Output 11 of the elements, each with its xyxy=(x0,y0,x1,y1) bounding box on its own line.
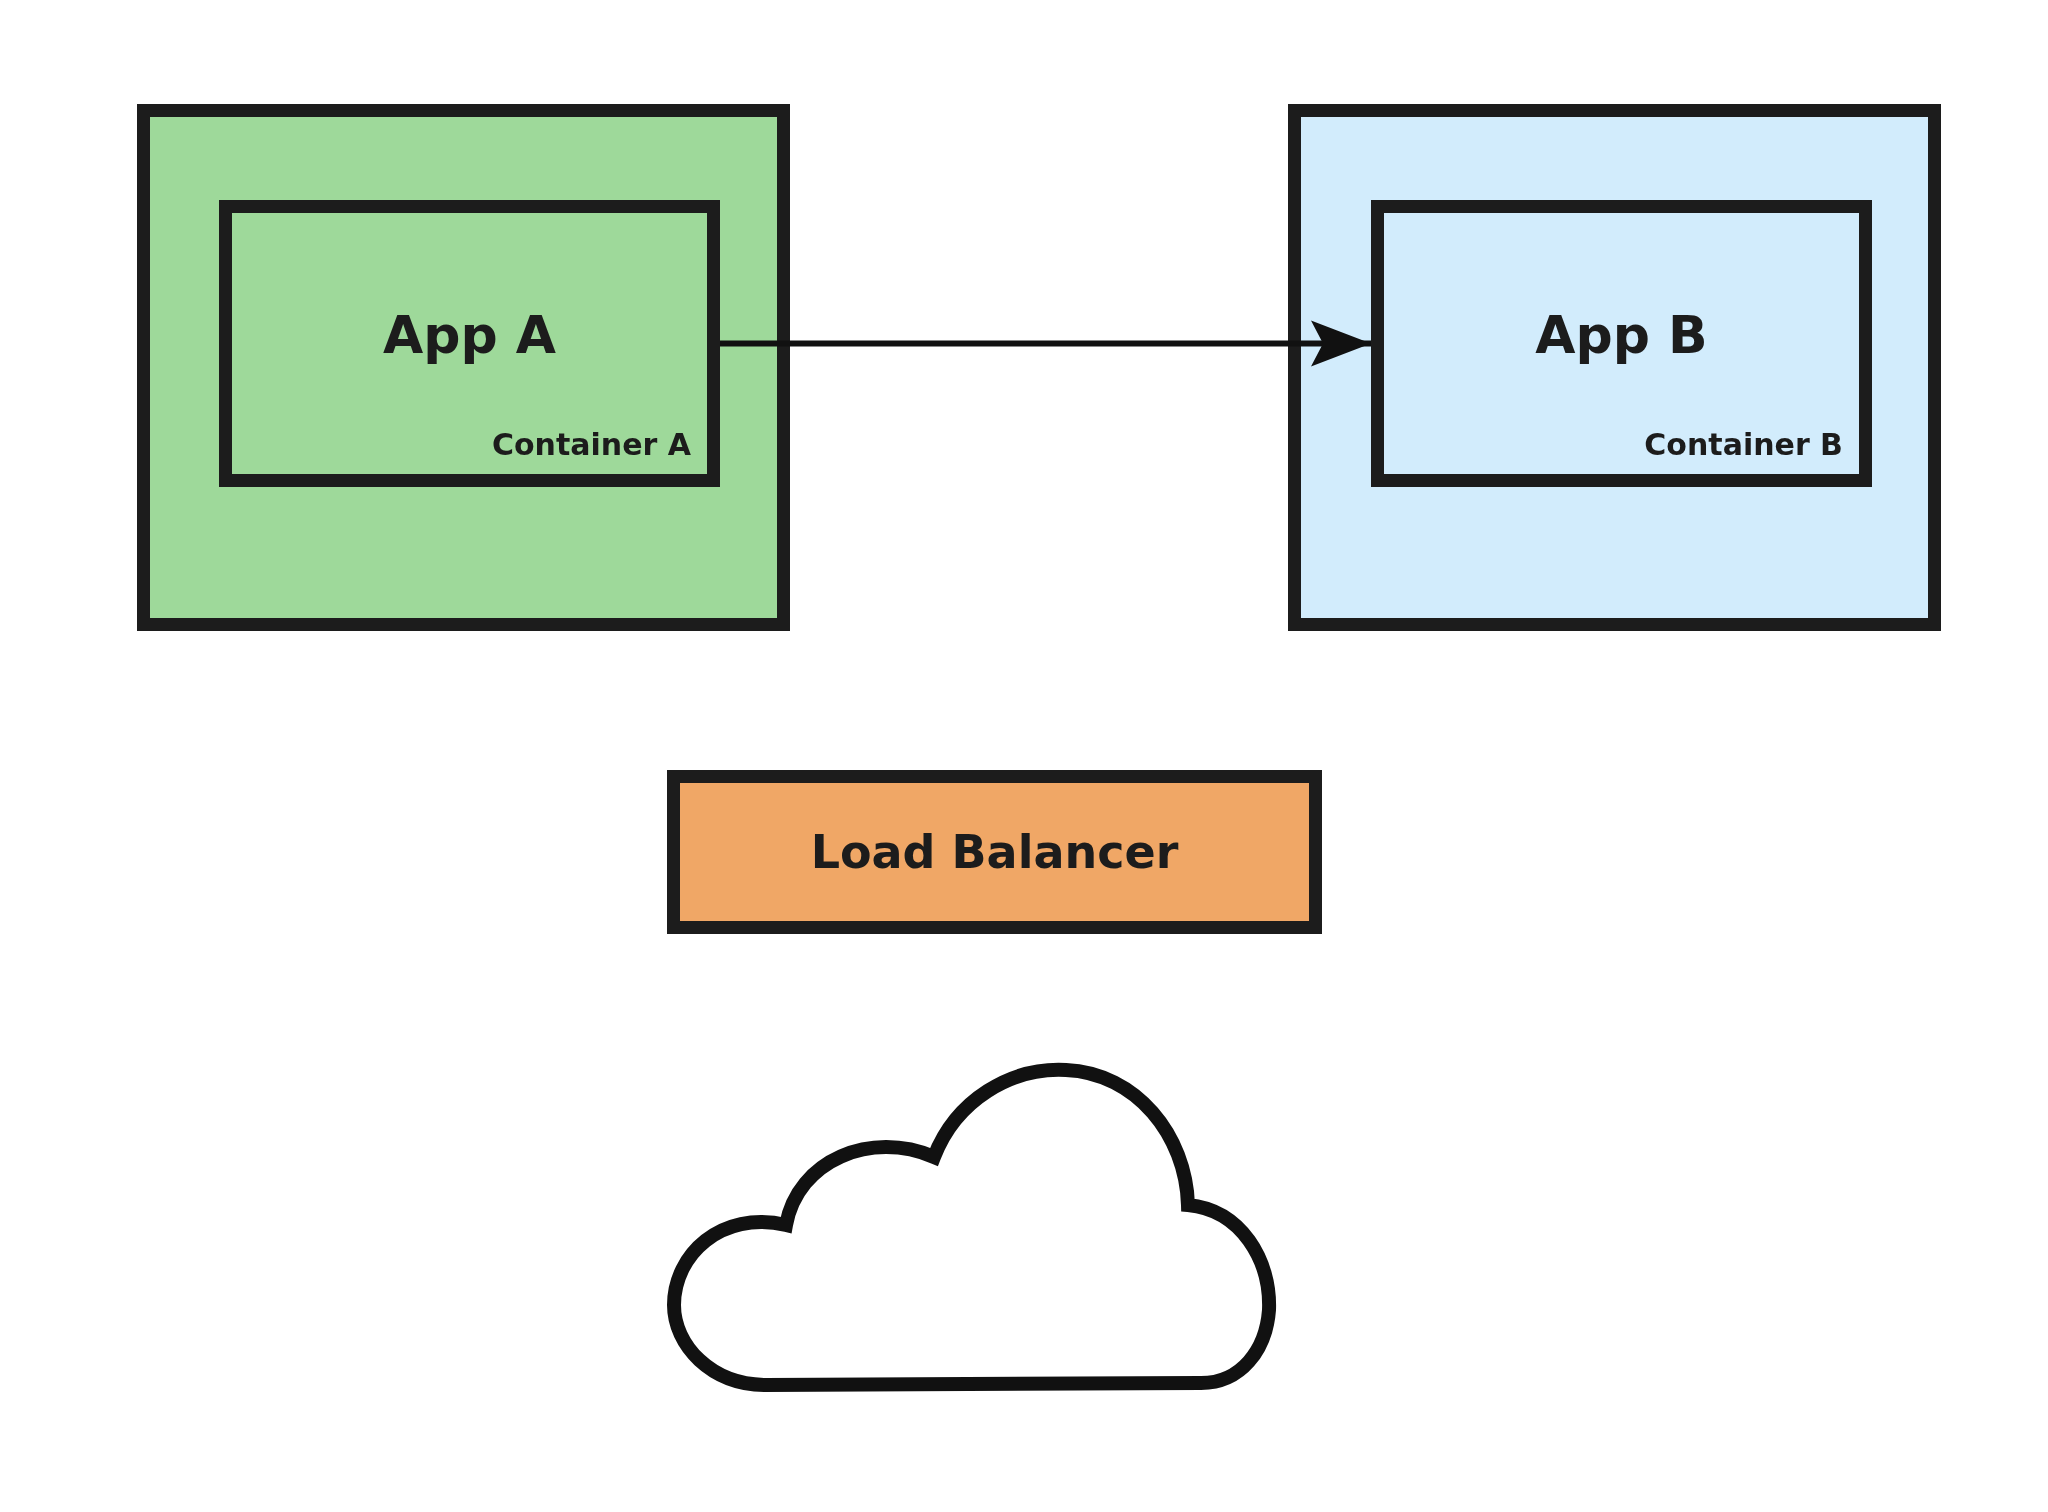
container-label: Container B xyxy=(1644,427,1843,462)
load-balancer-box xyxy=(667,770,1322,934)
host-box xyxy=(137,104,790,631)
arrow xyxy=(720,320,1371,367)
app-title: App A xyxy=(381,305,557,365)
box-title: Load Balancer xyxy=(809,825,1180,879)
container-box xyxy=(219,200,720,487)
host-box xyxy=(1288,104,1941,631)
container-label: Container A xyxy=(492,427,691,462)
app-title: App B xyxy=(1534,305,1709,365)
container-box xyxy=(1371,200,1872,487)
